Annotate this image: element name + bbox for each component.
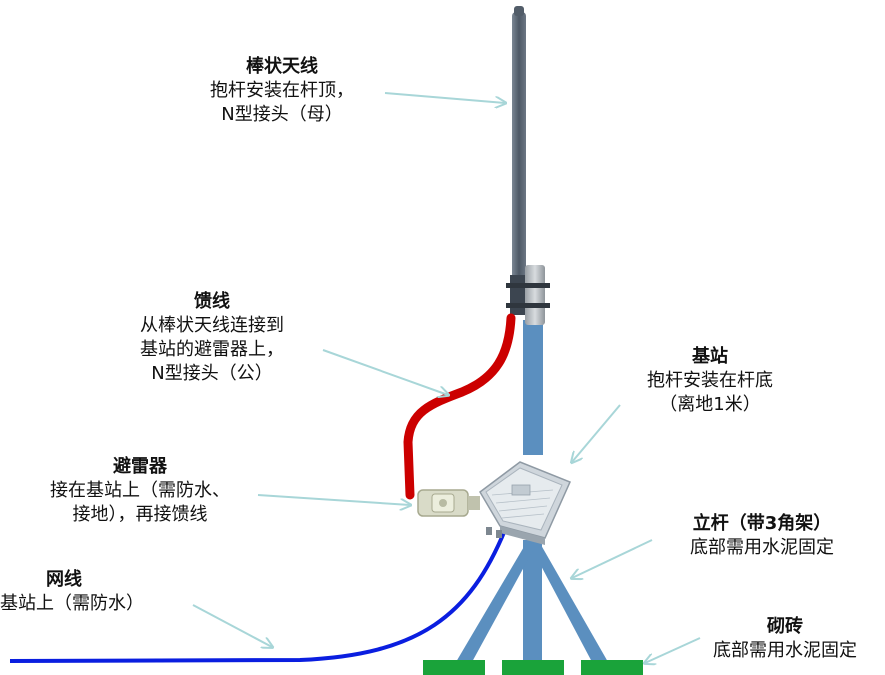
brick-left (423, 660, 485, 675)
arrow-antenna (384, 92, 505, 103)
tripod-leg-left (456, 545, 536, 662)
network-cable (9, 529, 507, 663)
network-cable-line-1: 基站上（需防水） (0, 593, 144, 614)
arrow-base-station (572, 404, 621, 462)
arrow-network-cable (192, 604, 272, 647)
antenna-callout: 棒状天线 抱杆安装在杆顶， N型接头（母） (182, 55, 382, 127)
arrester-line-1: 接在基站上（需防水、 (50, 480, 230, 501)
base-station-line-2: （离地1米） (659, 394, 761, 415)
antenna-title: 棒状天线 (246, 56, 318, 77)
rod-antenna-cap (514, 6, 524, 16)
feeder-line-3: N型接头（公） (151, 363, 273, 384)
arrester-callout: 避雷器 接在基站上（需防水、 接地），再接馈线 (30, 455, 250, 527)
mount-clamp (525, 265, 545, 325)
pole-line-1: 底部需用水泥固定 (690, 537, 834, 558)
pole-lower (523, 540, 542, 660)
clamp-band-top (506, 283, 550, 288)
rod-antenna (512, 12, 526, 280)
arrow-bricks (645, 637, 701, 663)
arrow-pole (572, 539, 653, 578)
base-station-callout: 基站 抱杆安装在杆底 （离地1米） (610, 345, 810, 417)
feeder-line-2: 基站的避雷器上， (140, 339, 284, 360)
tripod-leg-right (530, 545, 608, 662)
antenna-line-2: N型接头（母） (221, 104, 343, 125)
feeder-callout: 馈线 从棒状天线连接到 基站的避雷器上， N型接头（公） (112, 290, 312, 386)
bricks-callout: 砌砖 底部需用水泥固定 (690, 615, 880, 663)
antenna-line-1: 抱杆安装在杆顶， (210, 80, 354, 101)
feeder-cable (403, 313, 516, 500)
brick-right (581, 660, 643, 675)
arrow-feeder (322, 349, 448, 395)
arrester-line-2: 接地），再接馈线 (72, 504, 208, 525)
base-station-device (479, 461, 572, 545)
network-cable-title: 网线 (46, 569, 82, 590)
bricks-title: 砌砖 (767, 616, 803, 637)
antenna-bracket (510, 275, 526, 315)
pole-callout: 立杆（带3角架） 底部需用水泥固定 (652, 512, 872, 560)
network-cable-callout: 网线 基站上（需防水） (0, 568, 200, 616)
base-station-title: 基站 (692, 346, 728, 367)
clamp-band-bottom (506, 303, 550, 308)
brick-middle (502, 660, 564, 675)
bricks-line-1: 底部需用水泥固定 (713, 640, 857, 661)
pole-upper (523, 320, 543, 455)
arrester-title: 避雷器 (113, 456, 167, 477)
feeder-title: 馈线 (194, 291, 230, 312)
arrow-arrester (257, 494, 410, 505)
pole-title: 立杆（带3角架） (692, 513, 832, 534)
base-station-line-1: 抱杆安装在杆底 (647, 370, 773, 391)
lightning-arrester (417, 489, 480, 517)
feeder-line-1: 从棒状天线连接到 (140, 315, 284, 336)
